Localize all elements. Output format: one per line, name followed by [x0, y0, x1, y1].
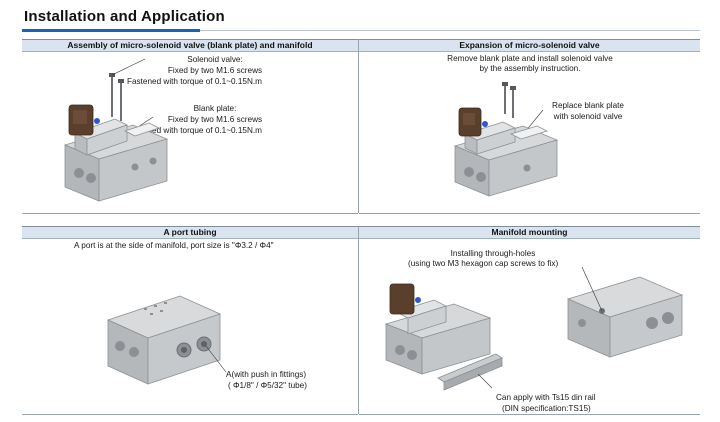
- replace-callout-1: Replace blank plate: [552, 101, 624, 110]
- title-rule: [200, 30, 700, 31]
- a-port-figure: [106, 295, 227, 385]
- solenoid-valve-figure: [63, 58, 169, 202]
- column-divider-bottom: [358, 226, 359, 414]
- a-port-description: A port is at the side of manifold, port …: [74, 241, 274, 250]
- page-title: Installation and Application: [24, 8, 225, 25]
- panel-expansion: Expansion of micro-solenoid valve: [359, 39, 700, 214]
- column-divider-top: [358, 39, 359, 213]
- panel-heading: Assembly of micro-solenoid valve (blank …: [22, 39, 358, 52]
- rail-callout-1: Can apply with Ts15 din rail: [496, 393, 596, 402]
- blank-plate-line-1: Fixed by two M1.6 screws: [167, 115, 263, 124]
- holes-callout-1: Installing through-holes: [450, 249, 536, 258]
- blank-plate-line-2: Fastened with torque of 0.1~0.15N.m: [127, 126, 262, 135]
- a-port-callout-1: A(with push in fittings): [226, 370, 307, 379]
- panel-heading: Expansion of micro-solenoid valve: [359, 39, 700, 52]
- expansion-line-1: Remove blank plate and install solenoid …: [447, 54, 613, 63]
- expansion-figure: [453, 82, 559, 197]
- panel-a-port: A port tubing: [22, 226, 358, 415]
- panel-manifold-mounting: Manifold mounting: [359, 226, 700, 415]
- holes-callout-2: (using two M3 hexagon cap screws to fix): [408, 259, 559, 268]
- rail-callout-2: (DIN specification:TS15): [502, 404, 591, 413]
- solenoid-line-1: Fixed by two M1.6 screws: [167, 66, 263, 75]
- expansion-line-2: by the assembly instruction.: [479, 64, 581, 73]
- a-port-callout-2: ( Φ1/8" / Φ5/32" tube): [228, 381, 307, 390]
- title-underline: [22, 29, 200, 32]
- solenoid-line-2: Fastened with torque of 0.1~0.15N.m: [127, 77, 262, 86]
- blank-plate-label: Blank plate:: [193, 104, 237, 113]
- panel-heading: A port tubing: [22, 226, 358, 239]
- panel-heading: Manifold mounting: [359, 226, 700, 239]
- panel-assembly: Assembly of micro-solenoid valve (blank …: [22, 39, 358, 214]
- replace-callout-2: with solenoid valve: [553, 112, 623, 121]
- solenoid-label: Solenoid valve:: [187, 55, 243, 64]
- manifold-block-figure: [566, 266, 684, 358]
- din-rail-figure: [384, 283, 503, 391]
